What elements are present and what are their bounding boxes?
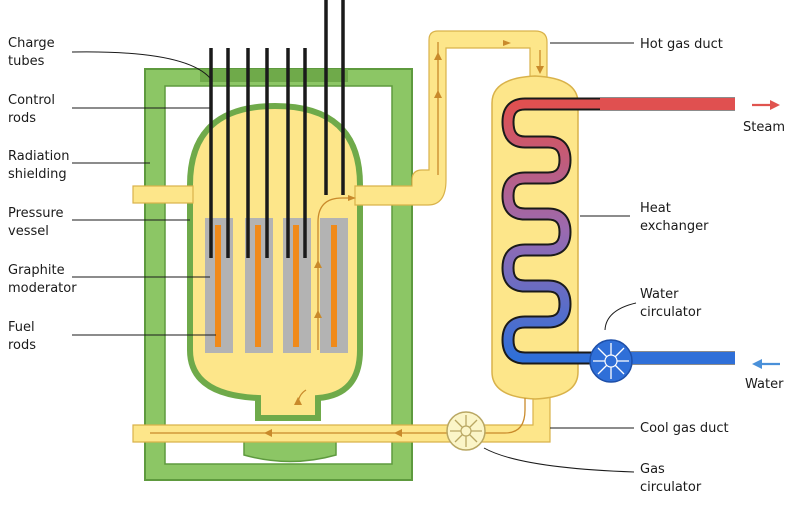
hot-gas-duct [354,30,548,206]
label-control-rods: Control rods [8,93,55,126]
svg-text:exchanger: exchanger [640,219,709,234]
label-water-circulator: Water circulator [640,287,702,320]
label-water: Water [745,377,784,392]
label-gas-circulator: Gas circulator [640,462,702,495]
svg-text:rods: rods [8,338,36,353]
svg-text:rods: rods [8,111,36,126]
left-inlet-duct [132,185,194,204]
charge-tubes-hatch [200,69,348,82]
heat-exchanger-coil-fill [503,99,735,363]
svg-text:shielding: shielding [8,167,67,182]
svg-text:Gas: Gas [640,462,665,477]
steam-pipe-end [600,98,735,110]
gas-flow-arrowheads [264,40,544,437]
svg-text:Hot gas duct: Hot gas duct [640,37,723,52]
svg-text:Graphite: Graphite [8,263,65,278]
svg-text:Water: Water [640,287,679,302]
fuel-rod [331,225,337,347]
svg-text:Control: Control [8,93,55,108]
control-rods [209,0,345,258]
leader-lines [71,42,637,473]
label-heat-exchanger: Heat exchanger [640,201,709,234]
water-arrow-icon [752,359,780,369]
svg-text:Steam: Steam [743,120,785,135]
label-radiation-shielding: Radiation shielding [8,149,69,182]
svg-text:Charge: Charge [8,36,55,51]
label-cool-gas-duct: Cool gas duct [640,421,729,436]
label-pressure-vessel: Pressure vessel [8,206,64,239]
svg-text:Water: Water [745,377,784,392]
water-circulator-pump [589,339,633,383]
fuel-rod [293,225,299,347]
svg-text:circulator: circulator [640,305,702,320]
svg-text:Radiation: Radiation [8,149,69,164]
svg-text:circulator: circulator [640,480,702,495]
label-hot-gas-duct: Hot gas duct [640,37,723,52]
label-fuel-rods: Fuel rods [8,320,36,353]
svg-text:moderator: moderator [8,281,77,296]
svg-text:Fuel: Fuel [8,320,35,335]
vessel-bottom-dome [243,439,337,463]
svg-text:Pressure: Pressure [8,206,64,221]
gas-circulator-pump [446,411,486,451]
water-pipe-end [600,352,735,364]
svg-text:tubes: tubes [8,54,45,69]
fuel-rod [255,225,261,347]
label-steam: Steam [743,120,785,135]
svg-text:vessel: vessel [8,224,49,239]
fuel-rod [215,225,221,347]
label-charge-tubes: Charge tubes [8,36,55,69]
svg-text:Heat: Heat [640,201,671,216]
label-graphite-moderator: Graphite moderator [8,263,77,296]
svg-text:Cool gas duct: Cool gas duct [640,421,729,436]
steam-arrow-icon [752,100,780,110]
fuel-rods [215,225,337,347]
